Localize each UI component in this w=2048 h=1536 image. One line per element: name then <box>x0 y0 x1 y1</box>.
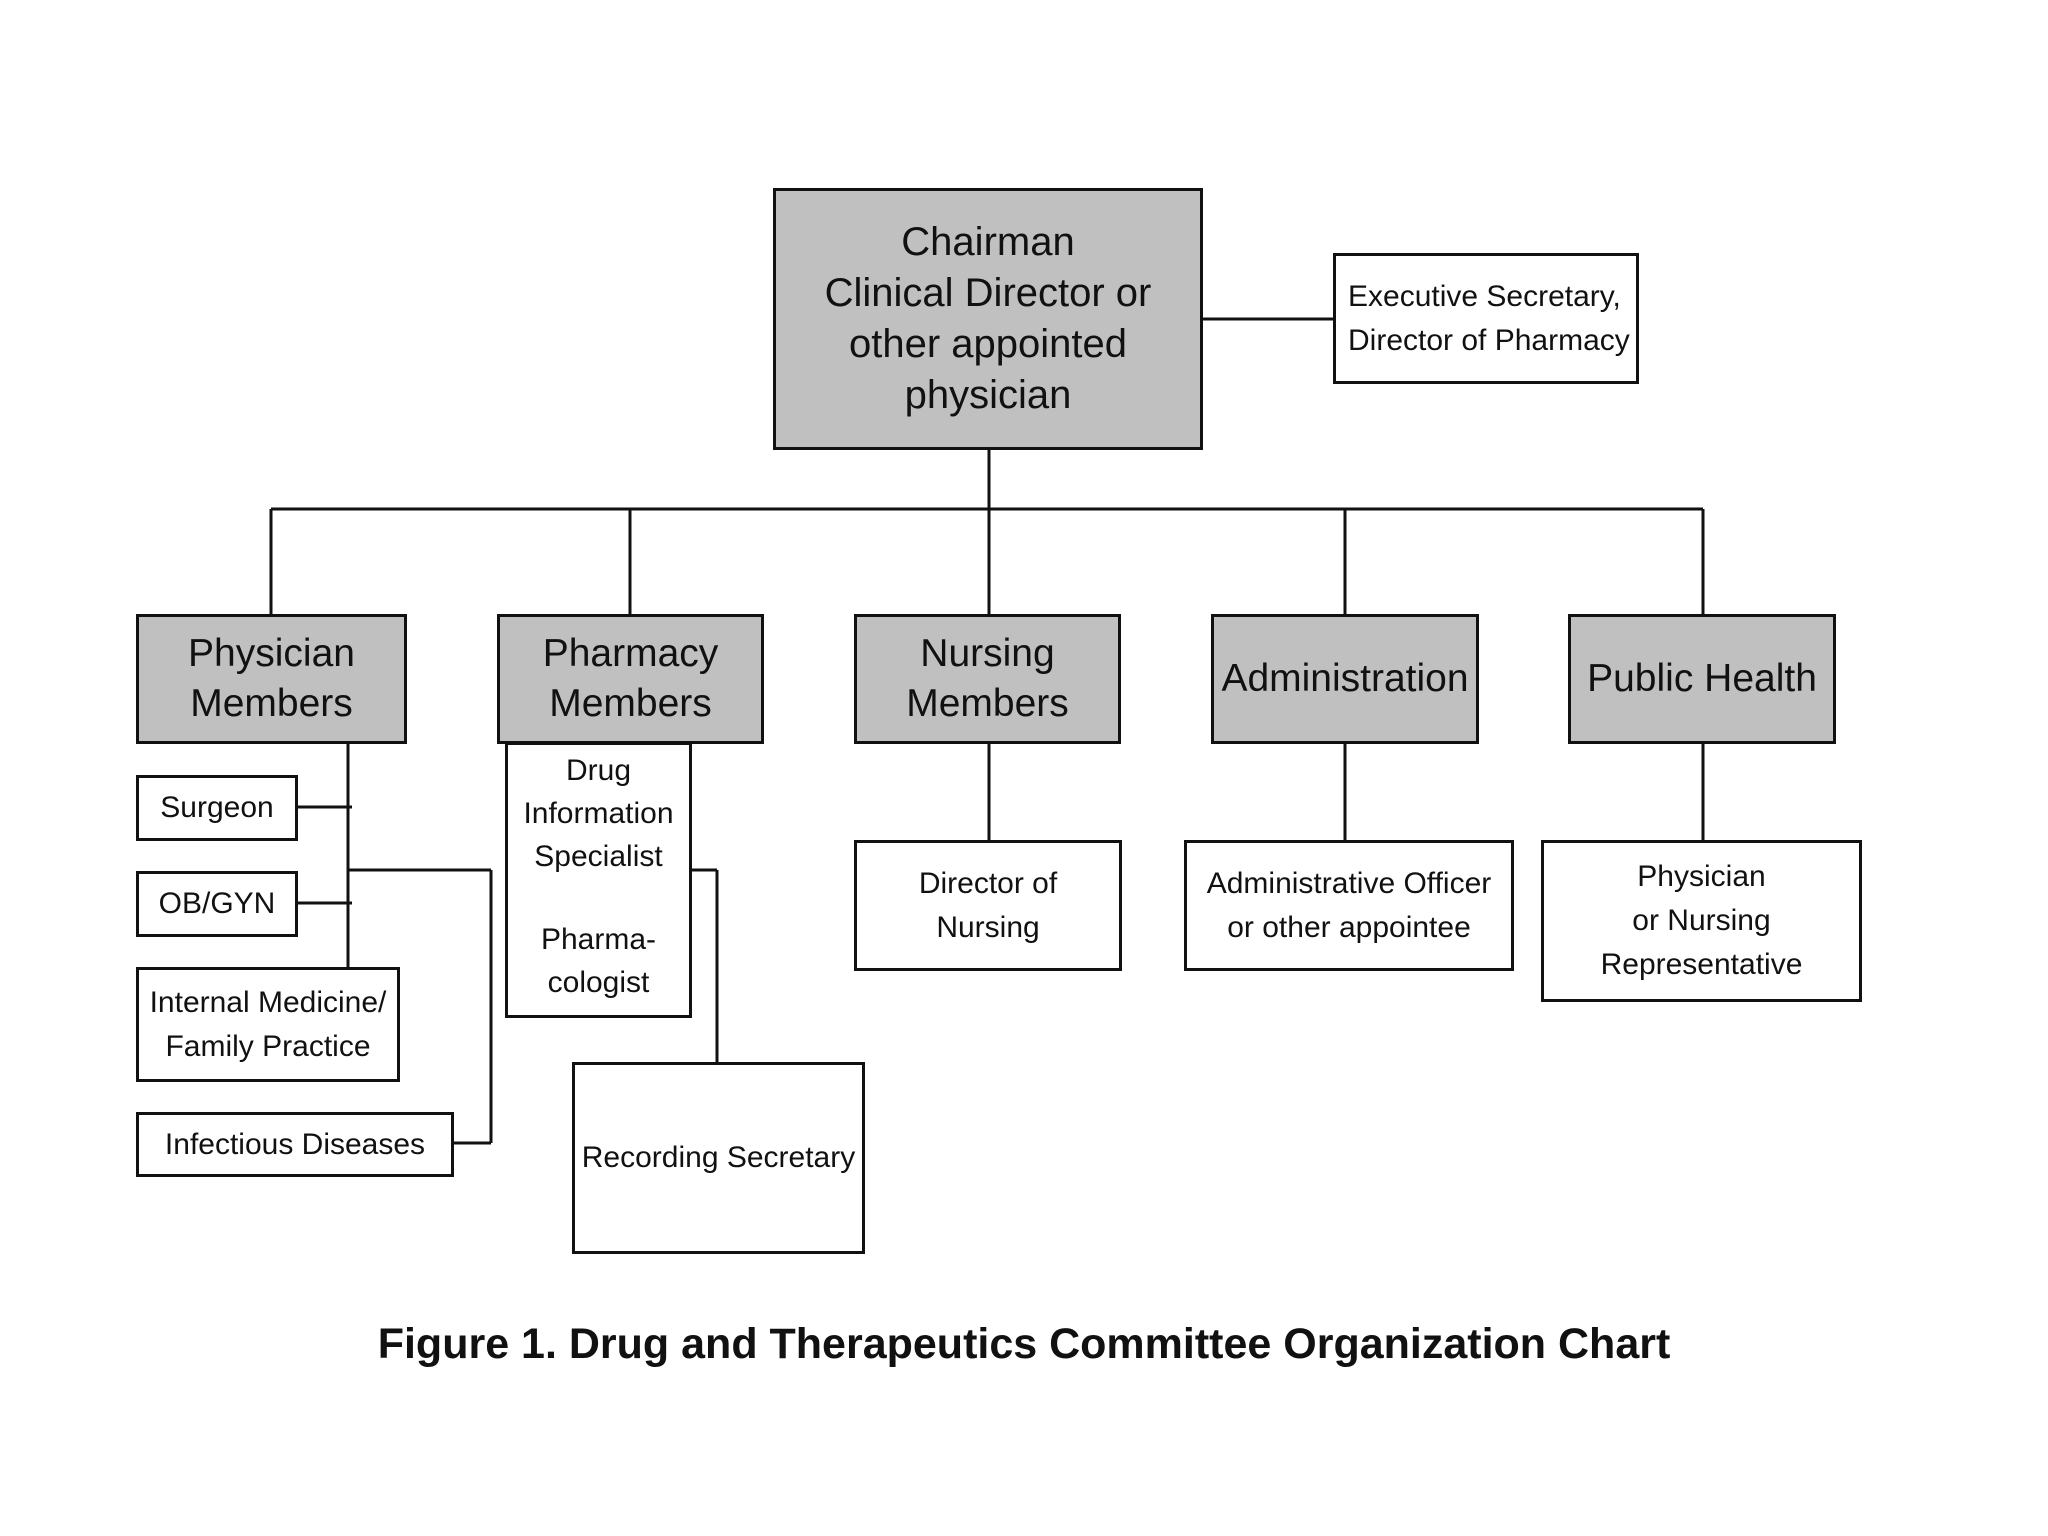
drug-information-line-2: Information <box>523 797 674 830</box>
executive-secretary-line-1: Executive Secretary, <box>1348 279 1621 313</box>
administration-box: Administration <box>1211 614 1479 744</box>
physician-members-line-1: Physician <box>188 632 355 675</box>
surgeon-label: Surgeon <box>160 791 274 824</box>
administrative-officer-line-2: or other appointee <box>1227 910 1471 944</box>
executive-secretary-line-2: Director of Pharmacy <box>1348 323 1630 357</box>
public-health-representative-box: Physician or Nursing Representative <box>1541 840 1862 1002</box>
public-health-label: Public Health <box>1587 657 1817 700</box>
chairman-line-3: other appointed <box>848 322 1127 366</box>
physician-members-box: Physician Members <box>136 614 407 744</box>
chairman-line-2: Clinical Director or <box>824 271 1152 315</box>
nursing-members-box: Nursing Members <box>854 614 1121 744</box>
internal-medicine-line-2: Family Practice <box>165 1029 371 1063</box>
pharmacy-members-line-2: Members <box>549 682 712 725</box>
drug-information-line-1: Drug <box>565 754 632 787</box>
figure-caption: Figure 1. Drug and Therapeutics Committe… <box>377 1320 1671 1368</box>
chairman-line-4: physician <box>904 373 1072 417</box>
pharmacologist-line-2: cologist <box>547 966 650 999</box>
director-of-nursing-line-1: Director of <box>918 866 1058 900</box>
internal-medicine-box: Internal Medicine/ Family Practice <box>136 967 400 1082</box>
infectious-diseases-label: Infectious Diseases <box>164 1127 426 1161</box>
administrative-officer-line-1: Administrative Officer <box>1206 866 1492 900</box>
nursing-members-line-2: Members <box>906 682 1069 725</box>
obgyn-label: OB/GYN <box>158 887 276 920</box>
public-health-representative-line-3: Representative <box>1600 948 1803 981</box>
recording-secretary-label: Recording Secretary <box>581 1141 856 1174</box>
nursing-members-line-1: Nursing <box>920 632 1055 675</box>
executive-secretary-box: Executive Secretary, Director of Pharmac… <box>1333 253 1639 384</box>
director-of-nursing-box: Director of Nursing <box>854 840 1122 971</box>
public-health-box: Public Health <box>1568 614 1836 744</box>
director-of-nursing-line-2: Nursing <box>936 910 1040 944</box>
physician-members-line-2: Members <box>190 682 353 725</box>
surgeon-box: Surgeon <box>136 775 298 841</box>
drug-information-line-3: Specialist <box>534 840 663 873</box>
public-health-representative-line-1: Physician <box>1637 860 1766 893</box>
pharmacologist-line-1: Pharma- <box>540 923 657 956</box>
administration-label: Administration <box>1221 657 1469 700</box>
recording-secretary-box: Recording Secretary <box>572 1062 865 1254</box>
pharmacy-members-line-1: Pharmacy <box>542 632 719 675</box>
pharmacy-members-box: Pharmacy Members <box>497 614 764 744</box>
drug-information-box: Drug Information Specialist Pharma- colo… <box>505 742 692 1018</box>
infectious-diseases-box: Infectious Diseases <box>136 1112 454 1177</box>
obgyn-box: OB/GYN <box>136 871 298 937</box>
chairman-title: Chairman <box>901 220 1075 264</box>
internal-medicine-line-1: Internal Medicine/ <box>149 985 387 1019</box>
administrative-officer-box: Administrative Officer or other appointe… <box>1184 840 1514 971</box>
public-health-representative-line-2: or Nursing <box>1632 904 1771 937</box>
chairman-box: Chairman Clinical Director or other appo… <box>773 188 1203 450</box>
